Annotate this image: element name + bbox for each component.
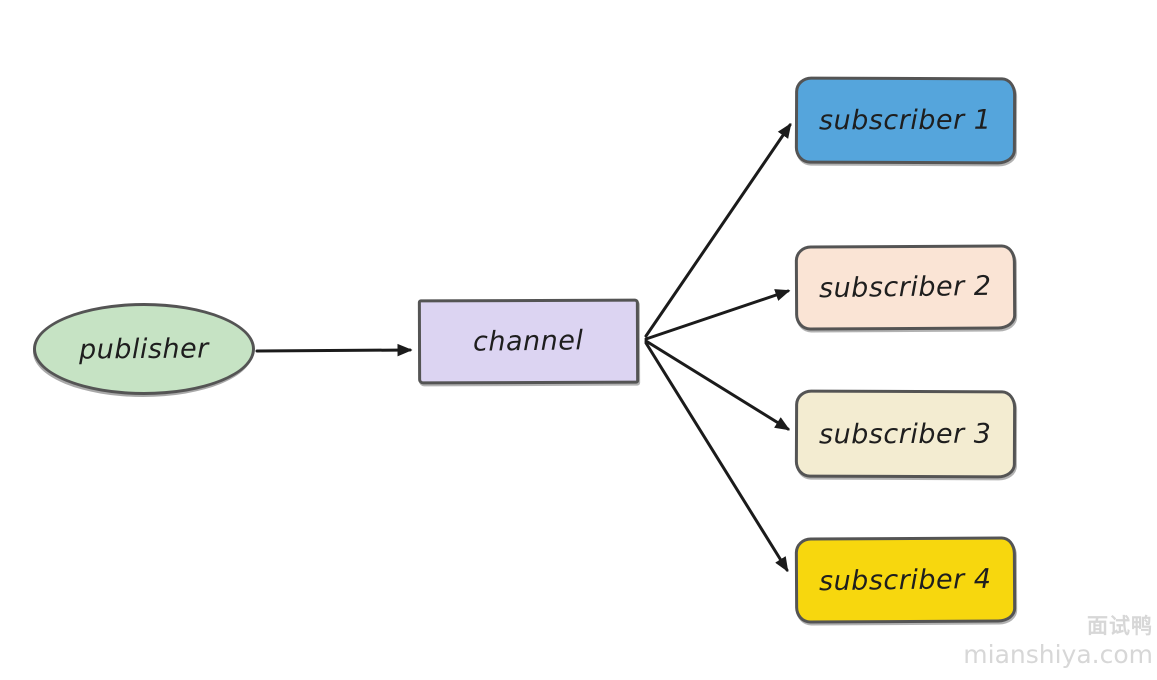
publisher-node: publisher: [33, 303, 255, 395]
arrow-channel-to-subscriber-1: [644, 122, 792, 338]
subscriber-node-2: subscriber 2: [794, 244, 1017, 331]
publisher-label: publisher: [78, 332, 210, 366]
subscriber-1-label: subscriber 1: [819, 104, 992, 137]
channel-label: channel: [473, 325, 584, 358]
arrow-publisher-to-channel: [255, 343, 413, 357]
subscriber-node-3: subscriber 3: [794, 389, 1017, 479]
subscriber-4-label: subscriber 4: [819, 563, 992, 597]
subscriber-2-label: subscriber 2: [819, 270, 992, 305]
watermark-url: mianshiya.com: [963, 639, 1153, 669]
watermark: 面试鸭 mianshiya.com: [963, 613, 1153, 671]
arrow-channel-to-subscriber-3: [644, 339, 791, 431]
subscriber-node-4: subscriber 4: [794, 536, 1017, 624]
arrow-channel-to-subscriber-2: [644, 289, 791, 341]
watermark-brand: 面试鸭: [1087, 613, 1153, 638]
subscriber-node-1: subscriber 1: [794, 76, 1017, 165]
channel-node: channel: [417, 298, 640, 385]
subscriber-3-label: subscriber 3: [819, 418, 992, 450]
arrow-channel-to-subscriber-4: [644, 341, 789, 573]
